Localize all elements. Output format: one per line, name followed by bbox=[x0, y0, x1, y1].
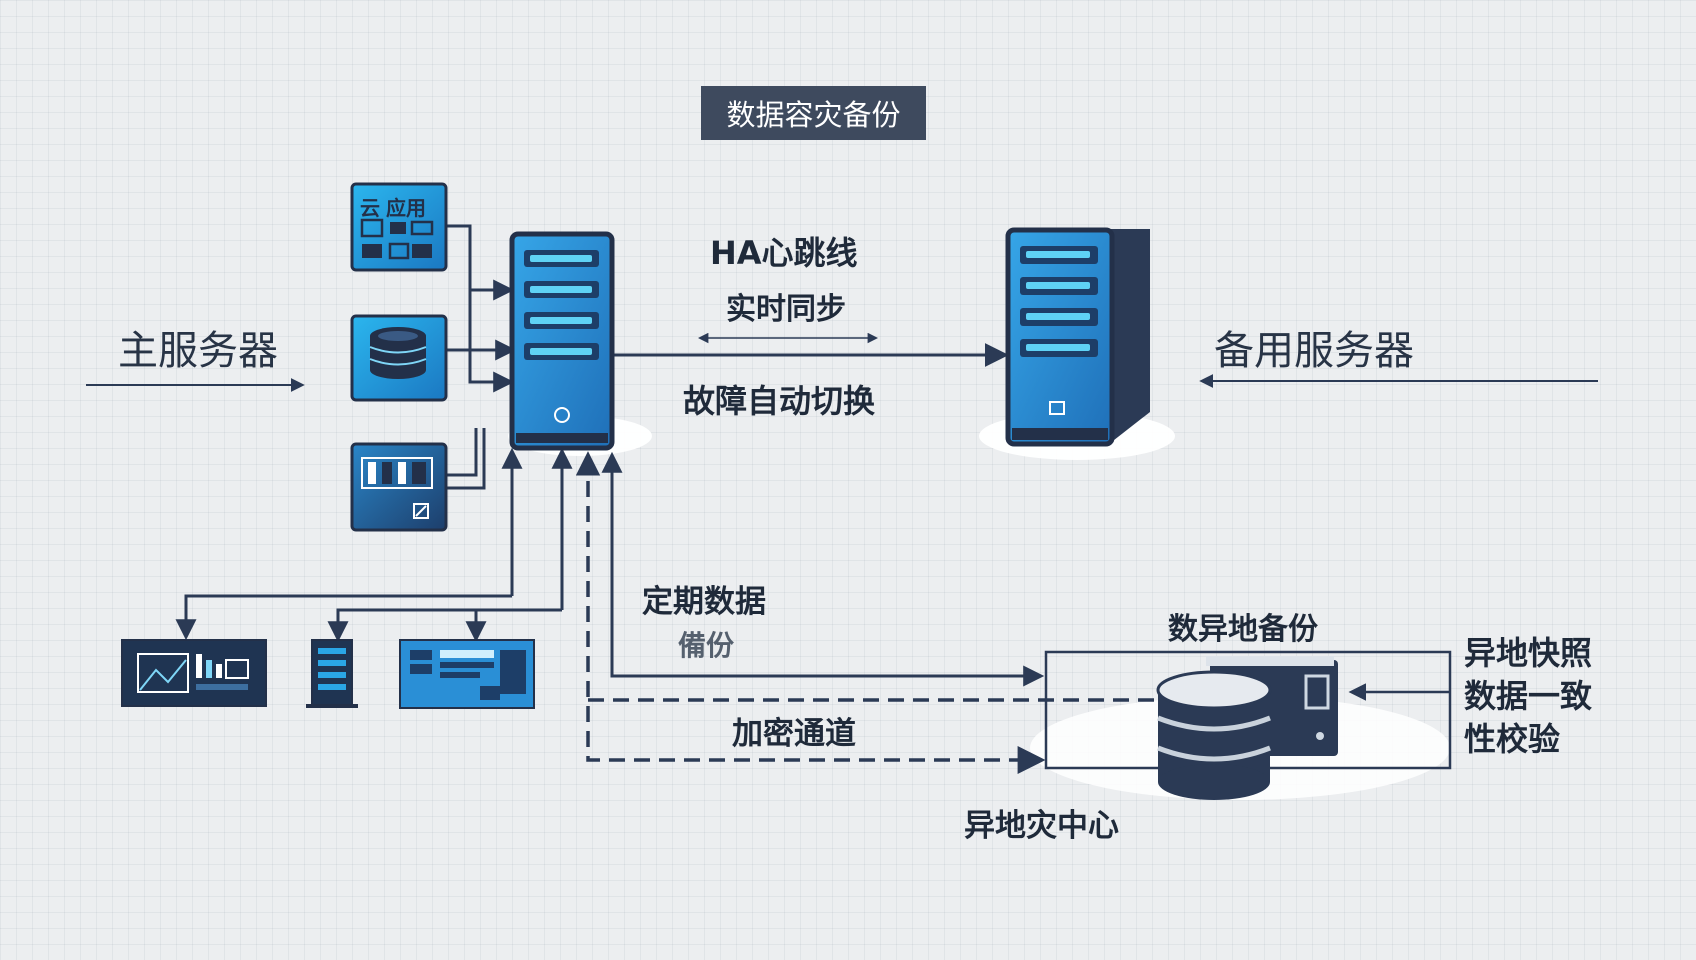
app-tile bbox=[350, 182, 448, 272]
dr-center-label: 异地灾中心 bbox=[964, 808, 1119, 844]
standby-server bbox=[1005, 227, 1150, 447]
dr-check-label: 异地快照 数据一致 性校验 bbox=[1464, 632, 1592, 761]
app-tile-prefix: 云 bbox=[360, 196, 380, 220]
terminal-tile bbox=[350, 442, 448, 532]
encrypted-channel-label: 加密通道 bbox=[732, 716, 856, 752]
dr-check-line-2: 数据一致 bbox=[1464, 677, 1593, 715]
ha-heartbeat-label: HA心跳线 bbox=[710, 234, 858, 272]
dr-check-line-1: 异地快照 bbox=[1464, 634, 1593, 672]
dr-site-header: 数异地备份 bbox=[1168, 612, 1318, 647]
bottom-connectors bbox=[175, 447, 573, 643]
periodic-backup-label: 定期数据 bbox=[642, 584, 766, 620]
realtime-sync-label: 实时同步 bbox=[726, 292, 846, 327]
tile-connectors bbox=[446, 224, 517, 490]
primary-server bbox=[509, 231, 615, 451]
encrypted-channel-line bbox=[575, 451, 1046, 774]
dashboard-device bbox=[399, 639, 535, 709]
dr-check-line-3: 性校验 bbox=[1464, 720, 1561, 758]
standby-server-label: 备用服务器 bbox=[1214, 328, 1414, 374]
dr-storage bbox=[1156, 656, 1338, 800]
monitor-device bbox=[121, 639, 267, 707]
periodic-backup-line bbox=[601, 451, 1045, 687]
rack-device bbox=[306, 639, 358, 708]
diagram-title: 数据容灾备份 bbox=[701, 86, 926, 140]
primary-server-label: 主服务器 bbox=[118, 328, 278, 374]
app-tile-label: 应用 bbox=[386, 196, 426, 220]
database-tile bbox=[350, 314, 448, 402]
periodic-backup-sublabel: 備份 bbox=[678, 629, 735, 662]
failover-label: 故障自动切换 bbox=[683, 382, 876, 420]
